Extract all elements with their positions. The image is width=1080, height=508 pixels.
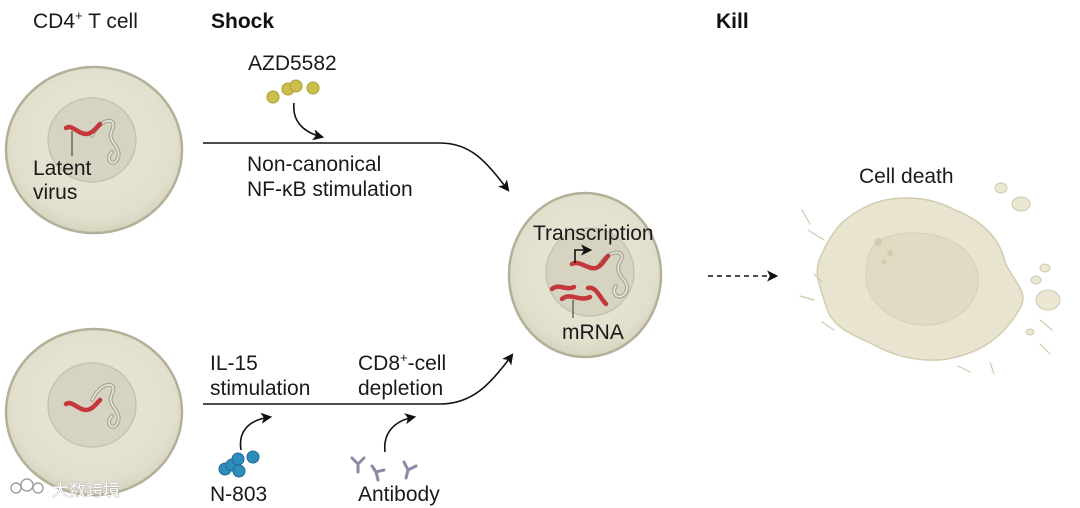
cd8-depletion-label: CD8+-cell [358, 350, 446, 375]
il15-label: IL-15 [210, 352, 258, 375]
watermark-logo-icon [10, 478, 44, 494]
latent-virus-label: Latent [33, 157, 92, 180]
antibody-arrow [384, 413, 417, 453]
mechanism-label: Non-canonical [247, 153, 381, 176]
nucleus [545, 227, 635, 317]
transcription-arrow-icon [574, 244, 593, 263]
n803-molecules [218, 450, 260, 478]
antibody-label: Antibody [358, 483, 440, 506]
mechanism-label: NF-κB stimulation [247, 178, 413, 201]
latent-cell-top: Latent virus [4, 65, 184, 235]
top-pathway-arrow [203, 142, 510, 192]
mrna-strands [549, 284, 609, 307]
latent-provirus [63, 121, 103, 137]
membrane-fragments [799, 209, 1053, 375]
mrna-label: mRNA [562, 321, 624, 344]
host-dna [91, 120, 120, 164]
watermark-text: 大数跨境 [52, 481, 120, 501]
bottom-pathway-arrow [203, 353, 514, 405]
azd5582-label: AZD5582 [248, 52, 337, 75]
active-provirus [569, 253, 611, 271]
cd4-t-cell-header: CD4+ T cell [33, 8, 138, 33]
il15-label: stimulation [210, 377, 310, 400]
cell-debris [994, 182, 1061, 336]
latent-provirus [63, 397, 103, 413]
cd8-depletion-label: depletion [358, 377, 443, 400]
n803-label: N-803 [210, 483, 267, 506]
kill-header: Kill [716, 10, 749, 33]
dying-cell [799, 182, 1061, 375]
n803-arrow [239, 412, 273, 451]
transcription-label: Transcription [533, 222, 654, 245]
latent-cell-bottom [4, 327, 184, 497]
azd5582-molecules [266, 79, 320, 104]
host-dna [599, 251, 628, 298]
host-dna [91, 384, 120, 428]
watermark: 大数跨境 [10, 478, 120, 501]
antibody-icon [350, 456, 418, 482]
shock-header: Shock [211, 10, 274, 33]
latent-virus-label: virus [33, 181, 77, 204]
reactivated-cell: Transcription mRNA [507, 191, 663, 359]
azd5582-arrow [293, 102, 325, 141]
cell-death-label: Cell death [859, 165, 954, 188]
